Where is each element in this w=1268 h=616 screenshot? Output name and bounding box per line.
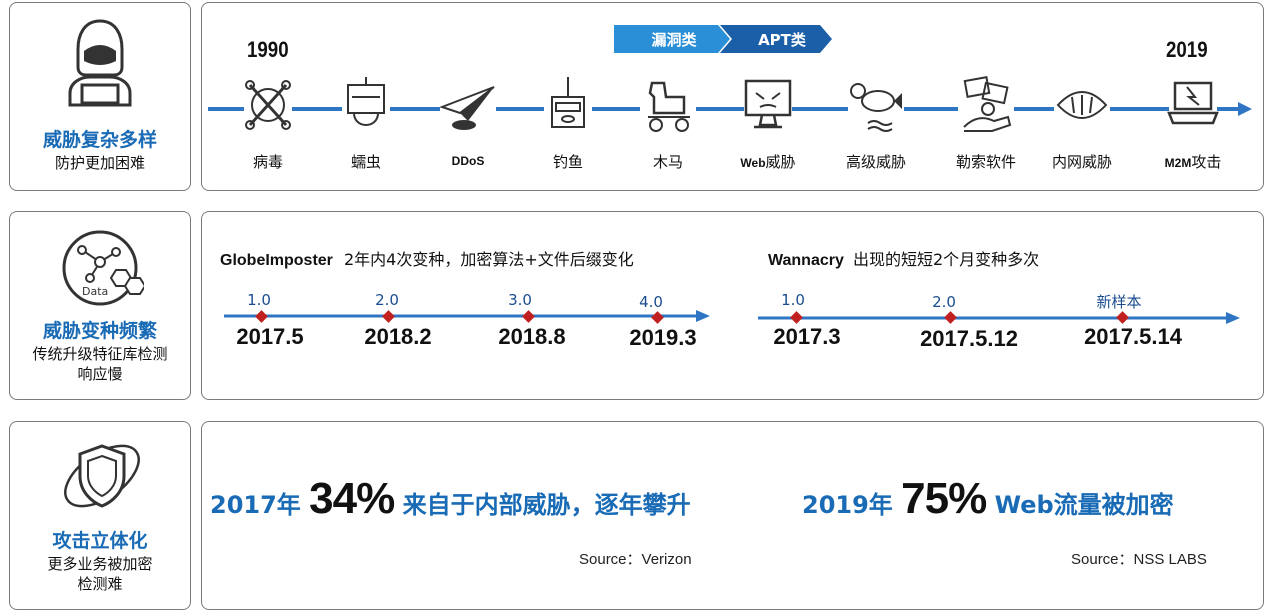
globeimposter-heading: GlobeImposter 2年内4次变种，加密算法+文件后缀变化 [220,246,634,270]
wc-version-1: 1.0 [781,291,805,309]
row3-title: 攻击立体化 [52,530,148,552]
trojan-horse-icon [640,75,696,135]
hacker-icon [68,19,132,107]
wannacry-line [758,312,1240,324]
web-suffix: 威胁 [765,153,796,171]
wc-date-2: 2017.5.12 [920,326,1018,351]
m2m-suffix: 攻击 [1191,153,1222,171]
m2m-prefix: M2M [1164,156,1192,170]
wannacry-name: Wannacry [768,252,844,269]
wc-date-3: 2017.5.14 [1084,324,1182,349]
wc-version-2: 2.0 [932,293,956,311]
threat-label-worm: 蠕虫 [350,153,381,171]
threat-label-ransomware: 勒索软件 [955,153,1016,171]
shield-orbit-icon [64,444,140,508]
row2-subtitle: 传统升级特征库检测 响应慢 [32,345,168,383]
globeimposter-line [224,310,710,322]
stat2-source: Source：NSS LABS [1071,551,1207,568]
stat2-year: 2019年 [802,491,893,519]
laptop-icon [1167,75,1219,135]
gi-version-2: 2.0 [375,291,399,309]
row2-timeline-panel: GlobeImposter 2年内4次变种，加密算法+文件后缀变化 Wannac… [201,211,1264,400]
stat1-percent: 34% [309,474,395,523]
threat-label-trojan: 木马 [652,153,683,171]
web-prefix: Web [740,156,766,170]
arrow-label-vuln: 漏洞类 [651,31,697,49]
gi-version-3: 3.0 [508,291,532,309]
arrow-banner [614,25,832,53]
threat-label-m2m: M2M攻击 [1148,151,1238,172]
stat2-text: Web流量被加密 [994,491,1174,519]
threat-label-web: Web威胁 [723,151,813,172]
row3-left-panel: 攻击立体化 更多业务被加密 检测难 [9,421,191,610]
threat-label-intranet: 内网威胁 [1051,153,1112,171]
stat2-percent: 75% [901,474,987,523]
gi-date-4: 2019.3 [629,325,697,350]
gi-version-1: 1.0 [247,291,271,309]
gi-version-4: 4.0 [639,293,663,311]
stat1-year: 2017年 [210,491,301,519]
ddos-label-text: DDoS [451,154,485,168]
ransom-icon [958,75,1014,135]
stat-encrypted-traffic: 2019年 75% Web流量被加密 [802,474,1174,524]
globeimposter-name: GlobeImposter [220,252,333,269]
worm-icon [342,75,390,135]
bones-icon [244,75,292,135]
row3-stats-panel: 2017年 34% 来自于内部威胁，逐年攀升 Source：Verizon 20… [201,421,1264,610]
stat-internal-threat: 2017年 34% 来自于内部威胁，逐年攀升 [210,474,691,524]
threat-label-phishing: 钓鱼 [552,153,583,171]
year-end: 2019 [1166,37,1208,62]
row3-subtitle: 更多业务被加密 检测难 [47,555,153,593]
eye-icon [1054,75,1110,135]
threat-label-virus: 病毒 [252,153,283,171]
row2-title: 威胁变种频繁 [42,320,157,342]
wannacry-heading: Wannacry 出现的短短2个月变种多次 [768,246,1039,270]
fish-icon [848,75,904,135]
threat-label-advanced: 高级威胁 [845,153,906,171]
stat1-text: 来自于内部威胁，逐年攀升 [402,491,691,519]
data-network-icon [62,230,144,306]
paper-plane-icon [440,75,496,135]
row1-timeline-panel: 漏洞类 APT类 1990 2019 [201,2,1264,191]
row1-subtitle: 防护更加困难 [54,154,145,172]
arrow-label-apt: APT类 [758,31,806,49]
gi-date-3: 2018.8 [498,324,566,349]
wannacry-desc: 出现的短短2个月变种多次 [852,250,1040,269]
row1-title: 威胁复杂多样 [42,129,157,151]
gi-date-1: 2017.5 [236,324,304,349]
row1-left-panel: 威胁复杂多样 防护更加困难 [9,2,191,191]
wc-date-1: 2017.3 [773,324,841,349]
row2-left-panel: Data 威胁变种频繁 传统升级特征库检测 响应慢 [9,211,191,400]
threat-label-ddos: DDoS [423,151,513,169]
gi-date-2: 2018.2 [364,324,432,349]
year-start: 1990 [247,37,289,62]
wc-version-3: 新样本 [1096,293,1142,311]
monitor-icon [744,75,792,135]
phishing-icon [544,75,592,135]
globeimposter-desc: 2年内4次变种，加密算法+文件后缀变化 [344,250,634,269]
stat1-source: Source：Verizon [579,551,692,568]
data-label: Data [82,285,109,298]
